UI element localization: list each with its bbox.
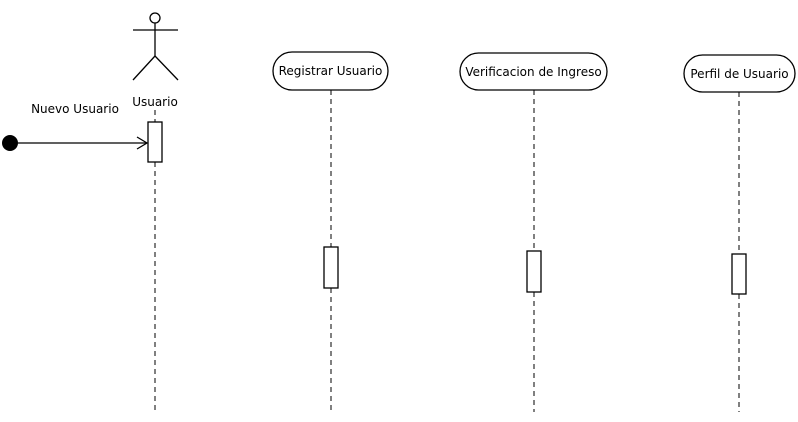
actor-usuario [132, 12, 179, 81]
lifeline-label-perfil-de-usuario: Perfil de Usuario [690, 67, 788, 81]
activation-bar-verificacion-de-ingreso [526, 250, 542, 293]
lifeline-label-verificacion-de-ingreso: Verificacion de Ingreso [465, 65, 601, 79]
message-label: Nuevo Usuario [31, 102, 119, 116]
lifeline-registrar-usuario: Registrar Usuario [272, 51, 389, 412]
lifeline-label-registrar-usuario: Registrar Usuario [279, 64, 383, 78]
activation-bar-registrar-usuario [323, 246, 339, 289]
activation-bar-perfil-de-usuario [731, 253, 747, 295]
actor-label: Usuario [132, 95, 178, 109]
actor-head [149, 12, 161, 24]
message-arrow-head [136, 136, 149, 150]
actor-activation-bar [147, 121, 163, 163]
lifeline-verificacion-de-ingreso: Verificacion de Ingreso [459, 52, 608, 412]
initial-node [2, 135, 18, 151]
actor-right-leg [154, 55, 179, 81]
lifeline-perfil-de-usuario: Perfil de Usuario [683, 54, 796, 412]
actor-left-leg [132, 55, 156, 81]
